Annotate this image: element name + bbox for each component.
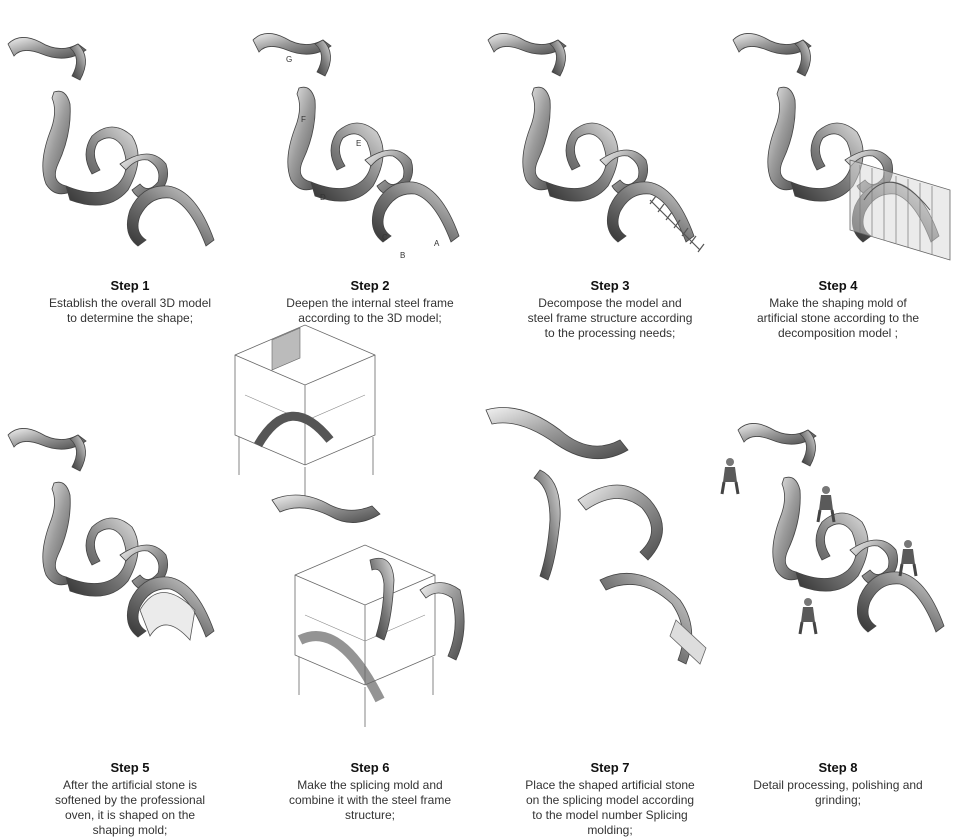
step-7-desc-line-4: molding; xyxy=(587,823,633,837)
part-label-a: A xyxy=(434,239,440,248)
step-7-desc-line-2: on the splicing model according xyxy=(525,793,695,807)
part-label-g: G xyxy=(286,55,292,64)
step-5-caption: Step 5 After the artificial stone is sof… xyxy=(15,760,245,838)
step-6-title: Step 6 xyxy=(350,760,390,775)
step-6-desc-line-1: Make the splicing mold and xyxy=(297,778,443,792)
step-4-desc-line-1: Make the shaping mold of xyxy=(769,296,907,310)
spliced-piece xyxy=(669,619,707,665)
oven-cabinet xyxy=(234,324,376,508)
step-6-assembly xyxy=(271,494,465,728)
step-5-sculpture xyxy=(7,428,215,641)
step-2-sculpture: G F E D C B A xyxy=(252,33,460,260)
step-6-desc-line-2: combine it with the steel frame xyxy=(288,793,452,807)
step-7-pieces xyxy=(485,407,707,665)
step-4-desc-line-3: decomposition model ; xyxy=(777,326,899,340)
part-labels: G F E D C B A xyxy=(286,55,440,260)
step-8-desc-line-1: Detail processing, polishing and xyxy=(753,778,923,792)
worker-figure-4 xyxy=(798,596,818,636)
step-7-title: Step 7 xyxy=(590,760,630,775)
step-3-caption: Step 3 Decompose the model and steel fra… xyxy=(495,278,725,341)
step-2-caption: Step 2 Deepen the internal steel frame a… xyxy=(255,278,485,326)
step-5-title: Step 5 xyxy=(110,760,150,775)
step-1-title: Step 1 xyxy=(110,278,150,293)
step-8-title: Step 8 xyxy=(818,760,858,775)
step-5-desc-line-3: oven, it is shaped on the xyxy=(64,808,196,822)
part-label-b: B xyxy=(400,251,405,260)
step-5-desc-line-2: softened by the professional xyxy=(54,793,206,807)
part-label-f: F xyxy=(301,115,306,124)
step-1-desc-line-2: to determine the shape; xyxy=(66,311,194,325)
worker-figure-3 xyxy=(898,538,918,578)
step-5-desc-line-1: After the artificial stone is xyxy=(62,778,198,792)
step-2-desc-line-1: Deepen the internal steel frame xyxy=(286,296,454,310)
step-4-desc-line-2: artificial stone according to the xyxy=(756,311,920,325)
shaping-mold-5 xyxy=(139,592,196,641)
step-3-desc-line-1: Decompose the model and xyxy=(538,296,682,310)
step-7-desc-line-3: to the model number Splicing xyxy=(532,808,688,822)
step-2-title: Step 2 xyxy=(350,278,390,293)
step-7-caption: Step 7 Place the shaped artificial stone… xyxy=(495,760,725,838)
step-8-sculpture xyxy=(720,423,945,636)
step-4-sculpture xyxy=(732,33,951,261)
worker-figure-2 xyxy=(816,484,836,524)
shaping-mold xyxy=(849,159,951,261)
step-4-caption: Step 4 Make the shaping mold of artifici… xyxy=(723,278,953,341)
step-6-caption: Step 6 Make the splicing mold and combin… xyxy=(255,760,485,823)
step-8-caption: Step 8 Detail processing, polishing and … xyxy=(723,760,953,808)
step-1-caption: Step 1 Establish the overall 3D model to… xyxy=(15,278,245,326)
step-3-sculpture xyxy=(487,33,705,253)
step-2-desc-line-2: according to the 3D model; xyxy=(298,311,442,325)
step-3-desc-line-3: to the processing needs; xyxy=(544,326,676,340)
step-3-desc-line-2: steel frame structure according xyxy=(527,311,693,325)
part-label-c: C xyxy=(382,233,388,242)
step-1-sculpture xyxy=(7,37,215,247)
step-7-desc-line-1: Place the shaped artificial stone xyxy=(525,778,695,792)
step-4-title: Step 4 xyxy=(818,278,858,293)
part-label-e: E xyxy=(356,139,361,148)
step-3-title: Step 3 xyxy=(590,278,630,293)
step-5-desc-line-4: shaping mold; xyxy=(92,823,168,837)
worker-figure-1 xyxy=(720,456,740,496)
step-1-desc-line-1: Establish the overall 3D model xyxy=(48,296,212,310)
step-6-desc-line-3: structure; xyxy=(344,808,395,822)
step-8-desc-line-2: grinding; xyxy=(814,793,862,807)
part-label-d: D xyxy=(320,193,326,202)
